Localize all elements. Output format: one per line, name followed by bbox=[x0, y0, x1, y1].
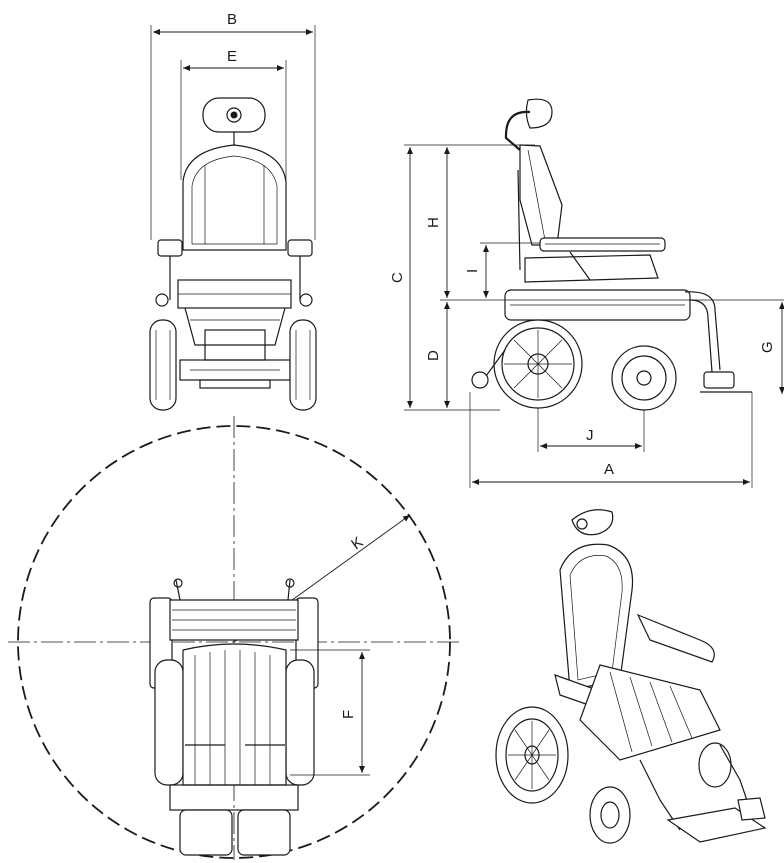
dimension-label-b: B bbox=[227, 11, 237, 28]
dimension-label-c: C bbox=[389, 272, 406, 283]
dimension-label-d: D bbox=[425, 350, 442, 361]
top-view: K F bbox=[8, 416, 462, 860]
dimension-label-h: H bbox=[425, 217, 442, 228]
dimension-label-j: J bbox=[586, 427, 594, 444]
dimension-label-k: K bbox=[348, 534, 366, 554]
dimension-label-e: E bbox=[227, 48, 237, 65]
dimension-label-i: I bbox=[464, 269, 481, 273]
dimension-label-g: G bbox=[759, 341, 776, 353]
front-view: B E bbox=[149, 11, 317, 411]
dimension-label-f: F bbox=[340, 710, 357, 719]
side-view: C H I D G J A bbox=[389, 98, 784, 488]
dimension-label-a: A bbox=[604, 461, 614, 478]
isometric-view bbox=[495, 509, 767, 844]
